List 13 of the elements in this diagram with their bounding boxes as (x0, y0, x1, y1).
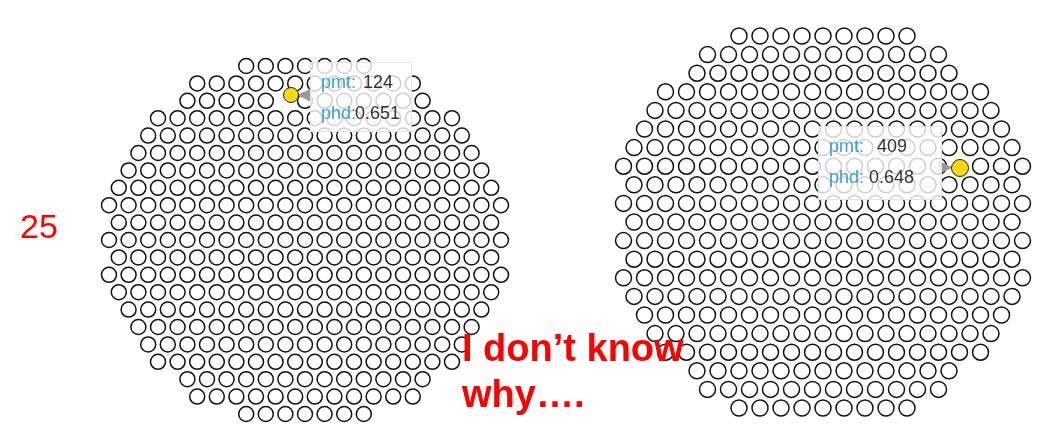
field-value: 0.651 (355, 102, 401, 124)
field-label: pmt: (829, 135, 864, 157)
highlighted-pmt-circle (283, 87, 299, 103)
field-value: 124 (363, 71, 394, 93)
tooltip-pointer (297, 88, 312, 103)
tooltip-card (818, 126, 942, 200)
field-value: 409 (877, 135, 908, 157)
row-number: 25 (20, 206, 58, 247)
field-label: pmt: (321, 71, 356, 93)
field-label: phd: (829, 166, 865, 188)
highlighted-pmt-circle (951, 159, 969, 177)
tooltip-card (310, 62, 412, 132)
field-value: 0.648 (869, 166, 915, 188)
